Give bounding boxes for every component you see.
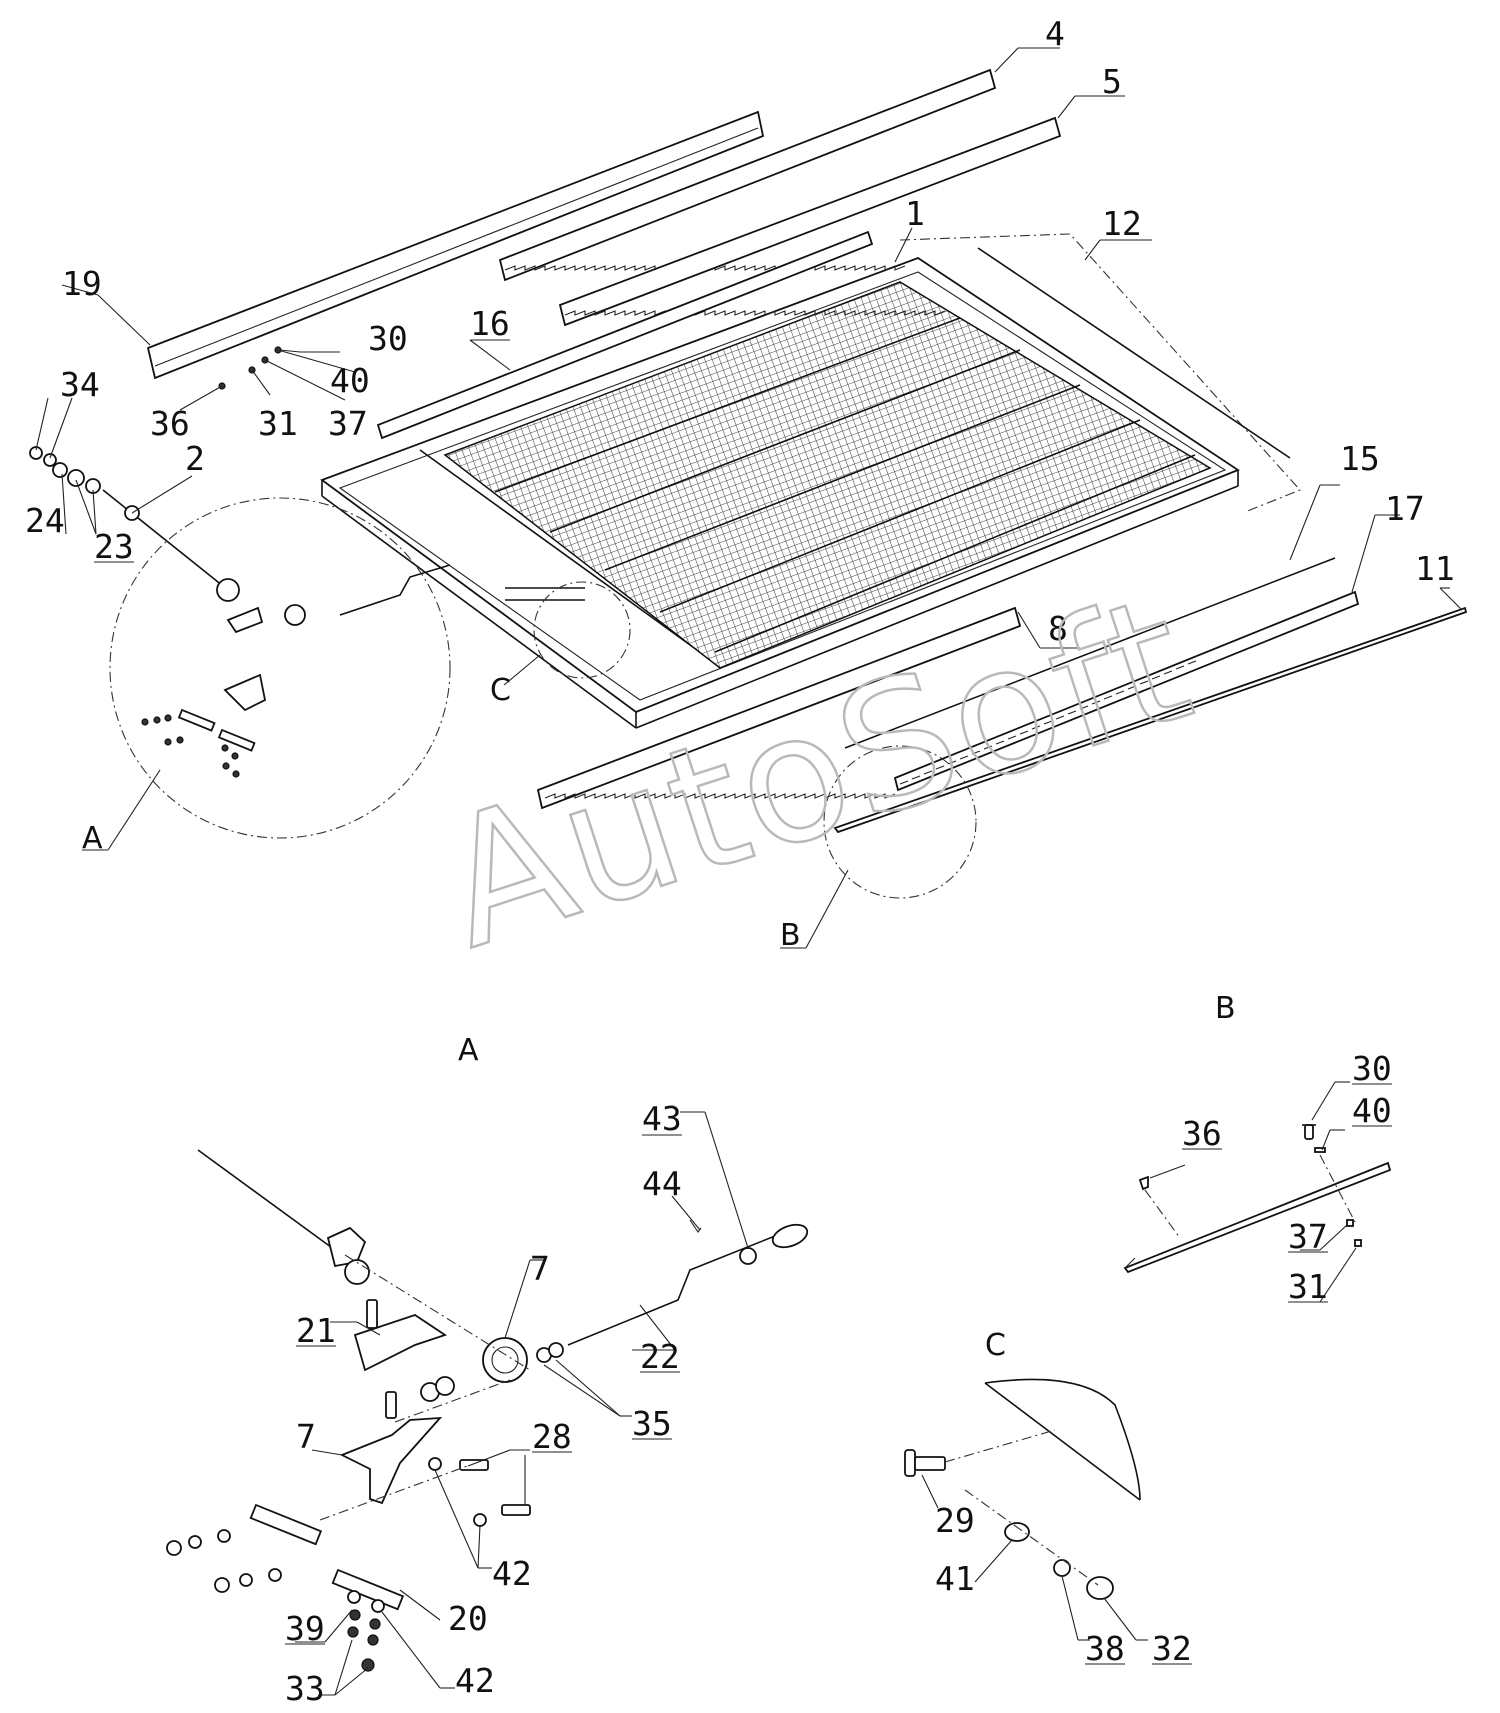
label: 36 xyxy=(1182,1114,1222,1153)
label: 19 xyxy=(62,264,102,303)
rod-12 xyxy=(977,247,1291,459)
assembly-outline xyxy=(899,233,1301,513)
label: 36 xyxy=(150,404,190,443)
label: 2 xyxy=(185,439,205,478)
leaders-view-a xyxy=(295,1111,749,1696)
view-title-c: C xyxy=(985,1328,1006,1363)
label: 16 xyxy=(470,304,510,343)
circle-a-parts xyxy=(141,564,451,778)
leaders-view-c xyxy=(921,1474,1148,1641)
main-assembly xyxy=(29,68,1468,899)
detail-view-a xyxy=(166,1149,809,1672)
label: 21 xyxy=(296,1311,336,1350)
label: A xyxy=(82,821,103,856)
detail-view-b xyxy=(1123,1124,1392,1274)
label: 41 xyxy=(935,1559,975,1598)
label: 17 xyxy=(1385,489,1425,528)
detail-circle-a xyxy=(109,497,451,839)
label: 34 xyxy=(60,365,100,404)
label: 29 xyxy=(935,1501,975,1540)
label: 43 xyxy=(642,1099,682,1138)
label: 37 xyxy=(328,404,368,443)
label-underlines xyxy=(94,339,1392,1665)
label: 4 xyxy=(1045,14,1065,53)
view-title-b: В xyxy=(1215,991,1236,1026)
label: 42 xyxy=(455,1661,495,1700)
sieve-mesh xyxy=(443,281,1212,669)
label: 22 xyxy=(640,1337,680,1376)
label: 40 xyxy=(1352,1091,1392,1130)
strip-19 xyxy=(146,110,765,380)
label: 8 xyxy=(1048,609,1068,648)
strip-11 xyxy=(833,606,1468,834)
labels-view-b: 30 40 36 37 31 xyxy=(1182,1049,1392,1306)
label: 38 xyxy=(1085,1629,1125,1668)
label: 31 xyxy=(258,404,298,443)
label: 11 xyxy=(1415,549,1455,588)
label: 7 xyxy=(530,1249,550,1288)
label: 42 xyxy=(492,1554,532,1593)
label: 40 xyxy=(330,361,370,400)
labels-view-a: 43 44 7 21 22 35 7 28 42 20 39 42 33 xyxy=(285,1099,682,1708)
labels-main: 4 5 1 12 19 16 30 40 36 31 37 34 24 23 2… xyxy=(25,14,1455,953)
bolts-top xyxy=(218,346,282,390)
label: 37 xyxy=(1288,1217,1328,1256)
label: 33 xyxy=(285,1669,325,1708)
leaders-view-b xyxy=(1149,1081,1357,1303)
label: 1 xyxy=(905,194,925,233)
label: 23 xyxy=(94,527,134,566)
label: 35 xyxy=(632,1404,672,1443)
label: 5 xyxy=(1102,62,1122,101)
detail-view-c xyxy=(904,1378,1141,1600)
view-title-a: A xyxy=(458,1033,479,1068)
label: 44 xyxy=(642,1164,682,1203)
strip-17 xyxy=(893,590,1360,792)
label: 28 xyxy=(532,1417,572,1456)
strip-16 xyxy=(376,230,874,440)
detail-circle-c xyxy=(533,581,631,679)
rail-8 xyxy=(536,606,1022,810)
label: 30 xyxy=(1352,1049,1392,1088)
rod-15 xyxy=(844,557,1336,749)
label: 31 xyxy=(1288,1267,1328,1306)
detail-circle-b xyxy=(823,745,977,899)
label: 12 xyxy=(1102,204,1142,243)
label: 39 xyxy=(285,1609,325,1648)
label: 32 xyxy=(1152,1629,1192,1668)
view-titles: A В C xyxy=(458,991,1236,1363)
hardware-34-24-23 xyxy=(29,446,101,494)
label: 20 xyxy=(448,1599,488,1638)
label: B xyxy=(780,918,801,953)
leaders-main xyxy=(35,47,1463,949)
label: 24 xyxy=(25,501,65,540)
label: 7 xyxy=(296,1417,316,1456)
label: C xyxy=(490,673,511,708)
labels-view-c: 29 41 38 32 xyxy=(935,1501,1192,1668)
rail-5 xyxy=(558,116,1062,327)
label: 15 xyxy=(1340,439,1380,478)
label: 30 xyxy=(368,319,408,358)
